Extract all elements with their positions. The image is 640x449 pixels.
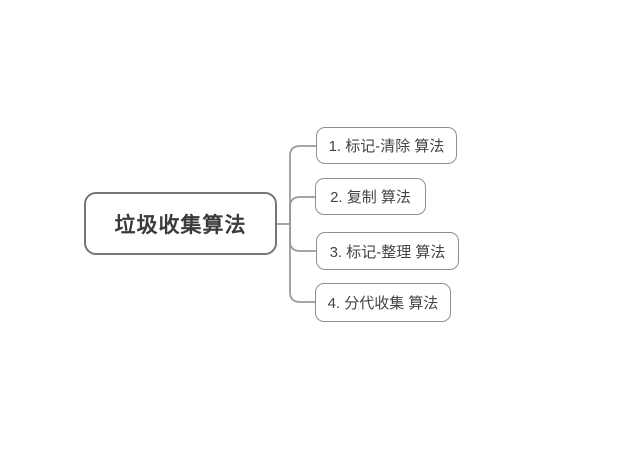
connector-branch-2 <box>289 196 316 225</box>
connector-branch-3 <box>289 223 317 252</box>
child-node-label: 1. 标记-清除 算法 <box>328 138 445 155</box>
root-node-label: 垃圾收集算法 <box>114 213 247 237</box>
child-node-generational[interactable]: 4. 分代收集 算法 <box>315 283 451 322</box>
child-node-mark-sweep[interactable]: 1. 标记-清除 算法 <box>316 127 457 164</box>
child-node-label: 4. 分代收集 算法 <box>327 295 439 312</box>
connector-branch-1 <box>289 145 317 225</box>
connector-branch-4 <box>289 223 316 303</box>
root-node[interactable]: 垃圾收集算法 <box>84 192 277 255</box>
child-node-copy[interactable]: 2. 复制 算法 <box>315 178 426 215</box>
child-node-mark-compact[interactable]: 3. 标记-整理 算法 <box>316 232 459 270</box>
child-node-label: 2. 复制 算法 <box>330 189 411 206</box>
child-node-label: 3. 标记-整理 算法 <box>329 243 446 261</box>
